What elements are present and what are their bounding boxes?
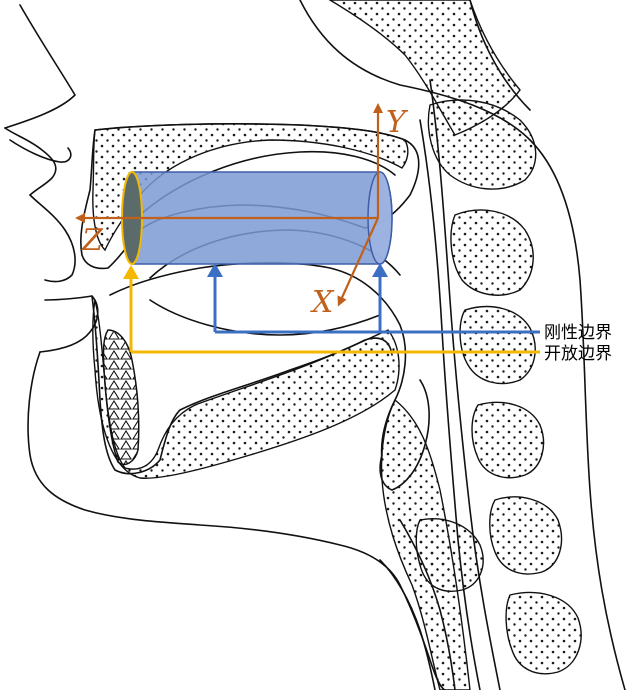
lower-incisor (102, 329, 140, 466)
z-axis-label: Z (81, 223, 104, 258)
y-axis-label: Y (386, 105, 409, 140)
neck-back-profile (299, 0, 626, 690)
vertebra-c1 (427, 99, 537, 190)
coordinate-axes (75, 103, 383, 307)
pharynx-back-wall-2 (419, 119, 481, 690)
lower-lip (39, 295, 99, 353)
nostril-outline (9, 139, 72, 163)
larynx-outline (379, 559, 436, 690)
vertebra-c5 (489, 496, 563, 575)
vertebra-c2 (450, 209, 534, 296)
x-axis-line (337, 217, 380, 307)
vertebra-c6 (505, 591, 582, 675)
vertebra-c4 (471, 401, 545, 479)
x-axis-label: X (310, 285, 335, 320)
maxilla-dotted (92, 123, 409, 252)
rigid-boundary-indicator (207, 263, 540, 334)
rigid-boundary-label: 刚性边界 (544, 323, 612, 343)
hyoid-dotted (415, 518, 484, 592)
open-boundary-indicator (123, 265, 540, 354)
pharynx-back-wall (429, 79, 501, 690)
vertebra-c3 (459, 305, 536, 385)
mandible-dotted (92, 299, 400, 479)
dotted-tissue (92, 0, 582, 690)
nose-outline (4, 127, 57, 196)
face-profile-upper (4, 4, 76, 129)
open-boundary-label: 开放边界 (544, 344, 612, 364)
floor-mouth (149, 299, 381, 336)
upper-lip (29, 194, 76, 283)
